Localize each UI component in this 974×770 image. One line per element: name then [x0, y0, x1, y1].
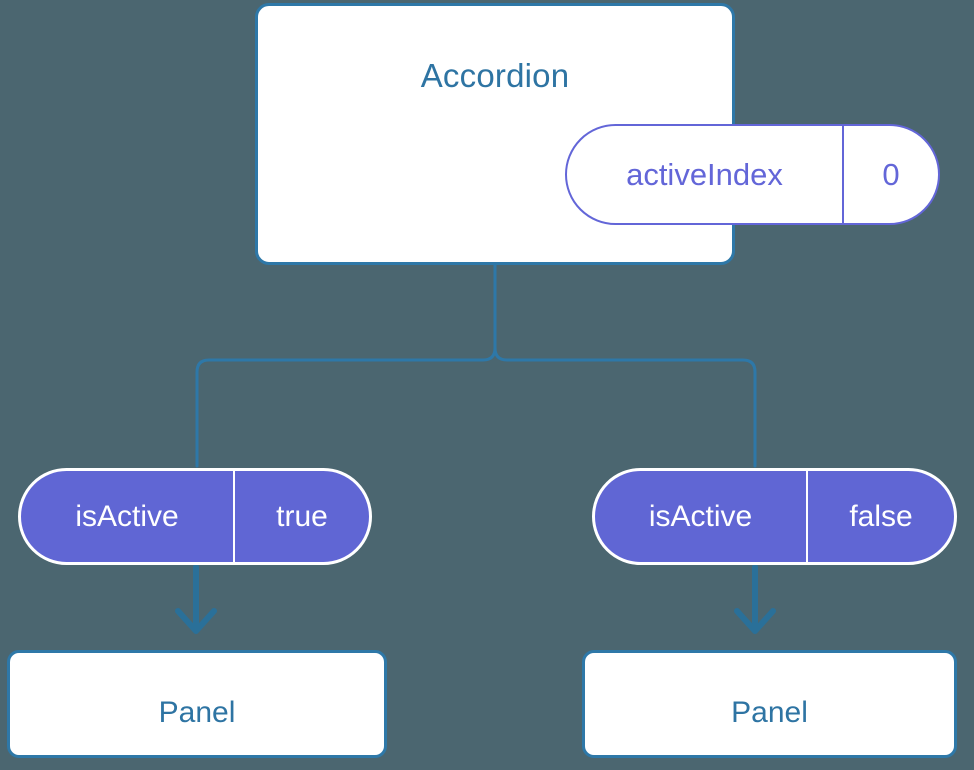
arrow-right-pill-to-panel [734, 564, 776, 634]
prop-badge-key: isActive [595, 471, 808, 562]
accordion-title: Accordion [420, 57, 570, 94]
prop-badge-is-active-false[interactable]: isActive false [592, 468, 957, 565]
prop-badge-value: true [276, 499, 328, 533]
prop-badge-is-active-true[interactable]: isActive true [18, 468, 372, 565]
state-badge-active-index[interactable]: activeIndex 0 [565, 124, 940, 225]
accordion-component-card[interactable]: Accordion activeIndex 0 [255, 3, 940, 265]
panel-title: Panel [731, 696, 808, 729]
panel-title: Panel [158, 696, 236, 729]
prop-badge-key: isActive [21, 471, 235, 562]
panel-component-card-left[interactable]: Panel [7, 650, 387, 758]
state-badge-value: 0 [882, 156, 900, 192]
arrow-left-pill-to-panel [175, 564, 217, 634]
panel-component-card-right[interactable]: Panel [582, 650, 957, 758]
connector-to-left-branch [195, 263, 497, 468]
state-badge-key: activeIndex [567, 126, 844, 223]
connector-to-right-branch [493, 263, 757, 468]
prop-badge-value: false [849, 499, 913, 533]
